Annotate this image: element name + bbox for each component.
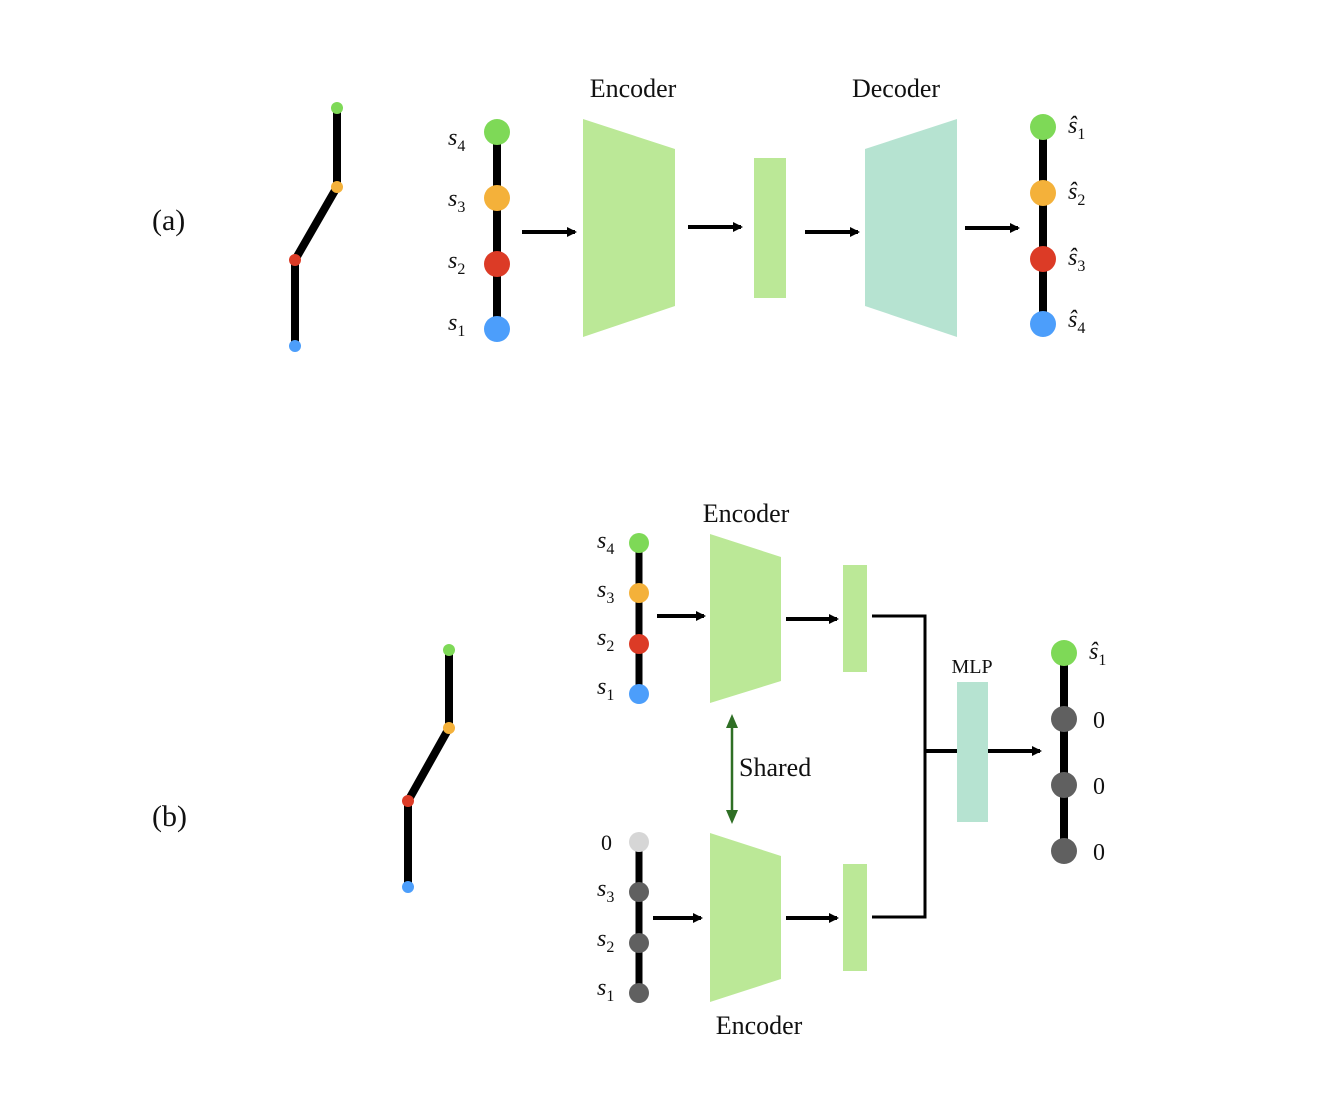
panel-a-output-chain (1030, 114, 1056, 337)
shared-arrowhead-down (726, 810, 738, 824)
masked-state-node (629, 832, 649, 852)
top-encoder-block (710, 534, 781, 703)
input-label-s3: s3 (448, 186, 465, 216)
state-node-s1 (629, 684, 649, 704)
output-label-3: ŝ3 (1068, 245, 1085, 275)
output-label-2: ŝ2 (1068, 179, 1085, 209)
gray-state-node-s2 (629, 933, 649, 953)
arm-joint-s2 (289, 254, 301, 266)
gray-state-node-s3 (629, 882, 649, 902)
shared-arrowhead-up (726, 714, 738, 728)
arm-joint-s4 (443, 644, 455, 656)
bottom-latent-block (843, 864, 867, 971)
panel-b-output-chain (1051, 640, 1077, 864)
panel-a-output-labels: ŝ1 ŝ2 ŝ3 ŝ4 (1068, 113, 1085, 337)
output-node-3 (1030, 246, 1056, 272)
arm-joint-s1 (289, 340, 301, 352)
output-node-1 (1030, 114, 1056, 140)
input-label-s2: s2 (448, 248, 465, 278)
bottom-label-0: 0 (601, 830, 612, 855)
input-label-s4: s4 (448, 125, 465, 155)
output-node-2 (1051, 706, 1077, 732)
state-node-s2 (484, 251, 510, 277)
top-latent-block (843, 565, 867, 672)
panel-b-output-labels: ŝ1 0 0 0 (1089, 639, 1106, 866)
decoder-title: Decoder (852, 74, 940, 103)
bottom-label-s3: s3 (597, 876, 614, 906)
output-label-1: ŝ1 (1089, 639, 1106, 669)
panel-b-bottom-chain (629, 832, 649, 1003)
output-node-1 (1051, 640, 1077, 666)
output-node-3 (1051, 772, 1077, 798)
output-node-2 (1030, 180, 1056, 206)
arm-joint-s1 (402, 881, 414, 893)
encoder-title: Encoder (590, 74, 677, 103)
panel-b-top-labels: s4 s3 s2 s1 (597, 528, 614, 704)
top-encoder-title: Encoder (703, 499, 790, 528)
gray-state-node-s1 (629, 983, 649, 1003)
state-node-s1 (484, 316, 510, 342)
arm-links (404, 650, 453, 887)
top-label-s2: s2 (597, 625, 614, 655)
bottom-label-s1: s1 (597, 975, 614, 1005)
arm-joint-s3 (443, 722, 455, 734)
state-node-s4 (629, 533, 649, 553)
panel-b-label: (b) (152, 800, 187, 833)
output-node-4 (1051, 838, 1077, 864)
mlp-label: MLP (951, 656, 992, 678)
output-label-2: 0 (1093, 708, 1105, 734)
top-label-s3: s3 (597, 577, 614, 607)
arm-joint-s4 (331, 102, 343, 114)
panel-b-arm-sketch (402, 644, 455, 893)
mlp-block (957, 682, 988, 822)
state-node-s3 (629, 583, 649, 603)
decoder-block (865, 119, 957, 337)
bottom-encoder-title: Encoder (716, 1011, 803, 1040)
arm-links (291, 108, 341, 346)
shared-label: Shared (739, 753, 811, 782)
latent-block (754, 158, 786, 298)
panel-b-top-chain (629, 533, 649, 704)
panel-a-input-labels: s4 s3 s2 s1 (448, 125, 465, 340)
output-label-4: ŝ4 (1068, 307, 1085, 337)
output-node-4 (1030, 311, 1056, 337)
latent-merge-connector (872, 614, 927, 919)
bottom-label-s2: s2 (597, 926, 614, 956)
state-node-s3 (484, 185, 510, 211)
panel-a-label: (a) (152, 204, 185, 237)
top-label-s1: s1 (597, 674, 614, 704)
output-label-3: 0 (1093, 774, 1105, 800)
top-label-s4: s4 (597, 528, 614, 558)
state-node-s2 (629, 634, 649, 654)
arm-joint-s2 (402, 795, 414, 807)
panel-a-arm-sketch (289, 102, 343, 352)
output-label-4: 0 (1093, 840, 1105, 866)
encoder-block (583, 119, 675, 337)
input-label-s1: s1 (448, 310, 465, 340)
bottom-encoder-block (710, 833, 781, 1002)
panel-b-bottom-labels: 0 s3 s2 s1 (597, 830, 614, 1005)
arm-joint-s3 (331, 181, 343, 193)
output-label-1: ŝ1 (1068, 113, 1085, 143)
state-node-s4 (484, 119, 510, 145)
panel-a-input-chain (484, 119, 510, 342)
